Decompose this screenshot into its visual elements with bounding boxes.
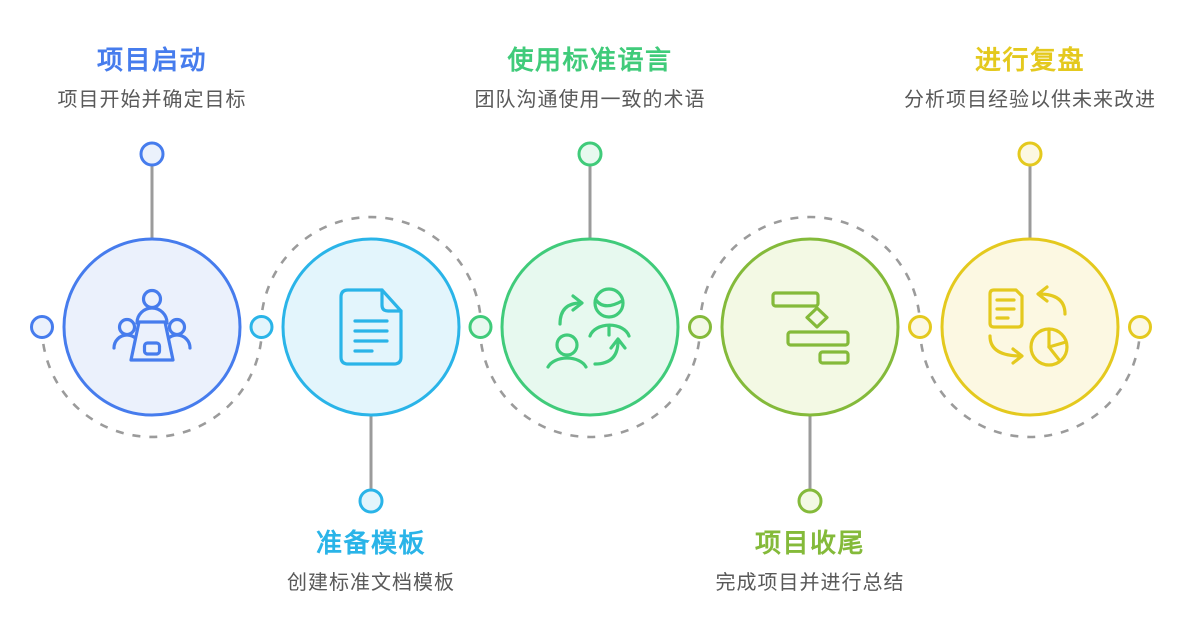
document-icon (339, 288, 403, 366)
gantt-chart-icon-part (818, 350, 850, 365)
review-cycle-icon-part (988, 334, 1023, 358)
communication-icon-part (546, 356, 588, 369)
step-5-title: 进行复盘 (974, 45, 1085, 75)
gantt-chart-icon-part (786, 330, 850, 347)
step-4-subtitle: 完成项目并进行总结 (715, 572, 905, 594)
gantt-chart-icon-part (771, 291, 820, 308)
step-2-circle (281, 237, 461, 417)
step-label-2: 准备模板 创建标准文档模板 (287, 527, 455, 595)
step-5-circle (940, 237, 1120, 417)
communication-icon-part (593, 339, 620, 366)
connector-dot-4 (688, 315, 712, 339)
document-icon-part (380, 288, 403, 313)
connector-arc-5 (918, 326, 1142, 439)
step-5-subtitle: 分析项目经验以供未来改进 (904, 89, 1156, 111)
step-4-circle (720, 237, 900, 417)
meeting-icon (112, 288, 192, 362)
connector-arc-1 (40, 326, 264, 439)
communication-icon-part (594, 298, 624, 308)
connector-dot-5 (908, 315, 932, 339)
step-5-stem-dot (1017, 141, 1043, 167)
meeting-icon-part (129, 320, 175, 362)
step-label-5: 进行复盘 分析项目经验以供未来改进 (904, 44, 1156, 112)
step-4-title: 项目收尾 (754, 528, 865, 558)
communication-icon-part (555, 333, 579, 357)
step-2-title: 准备模板 (315, 528, 426, 558)
connector-dot-1 (30, 315, 54, 339)
step-label-4: 项目收尾 完成项目并进行总结 (716, 527, 905, 595)
step-3-stem-dot (577, 141, 603, 167)
connector-arc-4 (698, 215, 922, 328)
step-1-subtitle: 项目开始并确定目标 (57, 89, 247, 111)
step-2-stem-dot (358, 488, 384, 514)
review-cycle-icon (988, 285, 1069, 367)
connector-arc-2 (259, 215, 483, 328)
step-3-circle (500, 237, 680, 417)
review-cycle-icon-part (1037, 292, 1067, 316)
step-2-subtitle: 创建标准文档模板 (287, 572, 455, 594)
communication-icon-part (558, 301, 583, 326)
connector-dot-2 (249, 315, 274, 339)
connector-dot-3 (468, 315, 493, 339)
communication-icon-part (609, 337, 627, 350)
communication-icon (546, 287, 631, 369)
review-cycle-icon-part (1011, 347, 1024, 365)
step-3-title: 使用标准语言 (507, 45, 673, 75)
review-cycle-icon-part (1047, 340, 1068, 349)
review-cycle-icon-part (1036, 285, 1049, 303)
step-label-3: 使用标准语言 团队沟通使用一致的术语 (475, 44, 706, 112)
gantt-chart-icon (771, 291, 850, 365)
document-icon-part (339, 288, 403, 366)
step-4-stem-dot (797, 488, 823, 514)
step-3-subtitle: 团队沟通使用一致的术语 (474, 89, 706, 111)
gantt-chart-icon-part (805, 306, 829, 329)
communication-icon-part (571, 294, 584, 312)
connector-dot-6 (1128, 315, 1152, 339)
step-label-1: 项目启动 项目开始并确定目标 (58, 44, 247, 112)
step-1-stem-dot (139, 141, 165, 167)
review-cycle-icon-part (1047, 345, 1062, 363)
meeting-icon-part (142, 341, 162, 356)
review-cycle-icon-part (988, 288, 1024, 329)
communication-icon-part (593, 287, 625, 319)
meeting-icon-part (135, 306, 169, 325)
connector-arc-3 (478, 326, 702, 439)
step-1-title: 项目启动 (96, 45, 207, 75)
